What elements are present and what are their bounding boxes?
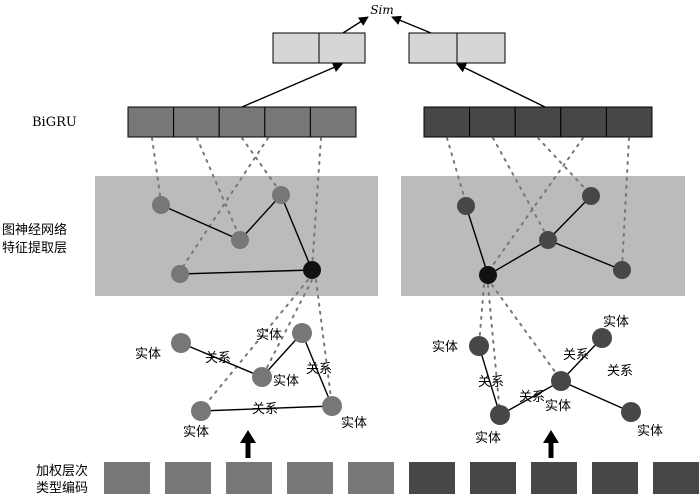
relation-label: 关系: [252, 402, 278, 417]
entity-label: 实体: [135, 347, 161, 362]
relation-label: 关系: [519, 390, 545, 405]
dotted-links-gnn-entity-left: [200, 279, 333, 411]
entity-label: 实体: [432, 340, 458, 355]
output-vector-left: [272, 32, 366, 64]
arrow-to-sim-right: [391, 15, 432, 34]
output-vector-right: [408, 32, 506, 64]
gnn-label-line1: 图神经网络: [2, 222, 67, 238]
gnn-graph-left: [152, 186, 321, 283]
entity-label: 实体: [475, 431, 501, 446]
encoding-cells-right: [409, 462, 699, 494]
bigru-label: BiGRU: [32, 115, 77, 130]
entity-label: 实体: [603, 315, 629, 330]
sim-label: Sim: [370, 3, 393, 17]
relation-label: 关系: [607, 364, 633, 379]
encoding-label-line2: 类型编码: [36, 481, 88, 496]
relation-label: 关系: [306, 362, 332, 377]
arrow-bigru-right-up: [456, 63, 546, 108]
input-arrow-right: [543, 430, 559, 458]
entity-label: 实体: [637, 424, 663, 439]
dotted-links-bigru-gnn-left: [151, 137, 322, 272]
entity-label: 实体: [256, 328, 282, 343]
entity-graph-right: [469, 328, 641, 425]
relation-label: 关系: [478, 375, 504, 390]
bigru-left: [127, 106, 357, 138]
arrow-to-sim-left: [342, 16, 369, 34]
dotted-links-bigru-gnn-right: [446, 137, 630, 273]
entity-label: 实体: [545, 399, 571, 414]
relation-label: 关系: [563, 348, 589, 363]
gnn-label-line2: 特征提取层: [2, 240, 67, 256]
encoding-cells-left: [104, 462, 394, 494]
input-arrow-left: [240, 430, 256, 458]
gnn-graph-right: [457, 187, 631, 284]
entity-label: 实体: [341, 416, 367, 431]
arrow-bigru-left-up: [241, 62, 343, 108]
entity-label: 实体: [183, 425, 209, 440]
relation-label: 关系: [205, 351, 231, 366]
entity-label: 实体: [273, 374, 299, 389]
entity-graph-left: [171, 323, 342, 421]
bigru-right: [423, 106, 653, 138]
dotted-links-gnn-entity-right: [478, 284, 562, 415]
encoding-label-line1: 加权层次: [36, 463, 88, 479]
